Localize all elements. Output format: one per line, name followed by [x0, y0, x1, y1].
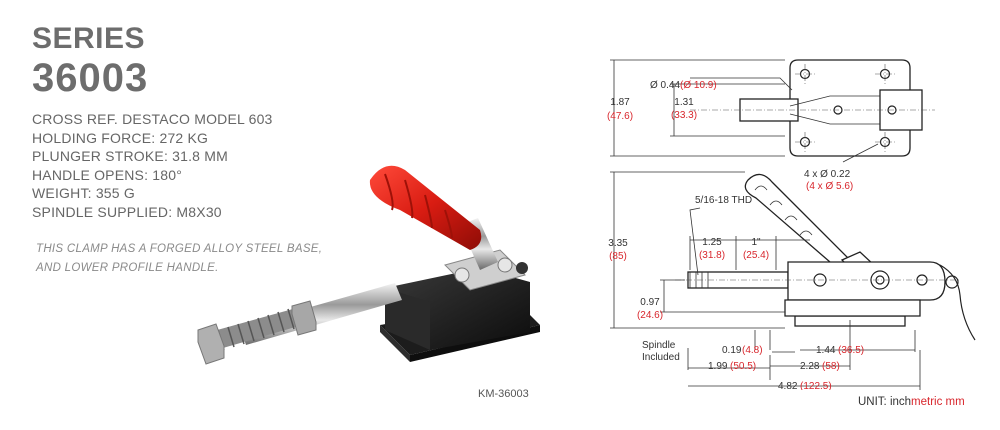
spec-weight: WEIGHT: 355 G	[32, 185, 135, 202]
unit-legend-inch: UNIT: inch	[858, 396, 912, 408]
dim-one-inch-mm: (25.4)	[743, 250, 769, 261]
dim-top-height-mm: (47.6)	[607, 111, 633, 122]
spindle-label-line-1: Spindle	[642, 340, 676, 351]
dim-stroke-in: 1.25	[702, 237, 722, 248]
unit-legend-metric: metric mm	[911, 396, 965, 408]
spec-list: CROSS REF. DESTACO MODEL 603 HOLDING FOR…	[32, 110, 362, 222]
description: THIS CLAMP HAS A FORGED ALLOY STEEL BASE…	[36, 240, 362, 278]
dim-total-length-mm: (122.5)	[800, 381, 832, 390]
dim-offset-in: 0.19	[722, 345, 742, 356]
top-view	[610, 59, 935, 157]
dim-front-length-in: 1.99	[708, 361, 728, 372]
dim-stroke-mm: (31.8)	[699, 250, 725, 261]
dim-top-inner-mm: (33.3)	[671, 110, 697, 121]
model-number: 36003	[32, 56, 149, 100]
dim-top-height-in: 1.87	[610, 97, 630, 108]
dim-spindle-height-mm: (24.6)	[637, 310, 663, 321]
spindle-label-line-2: Included	[642, 352, 680, 363]
dim-plunger-dia-in: Ø 0.44	[650, 80, 680, 91]
dim-base-length-mm: (58)	[822, 361, 840, 372]
dim-total-length-in: 4.82	[778, 381, 798, 390]
dim-offset-mm: (4.8)	[742, 345, 763, 356]
dim-side-height-in: 3.35	[608, 238, 628, 249]
dim-hole-spacing-in: 1.44	[816, 345, 836, 356]
series-label: SERIES	[32, 22, 146, 55]
spec-holding-force: HOLDING FORCE: 272 KG	[32, 129, 209, 146]
dim-hole-spacing-mm: (36.5)	[838, 345, 864, 356]
spec-spindle: SPINDLE SUPPLIED: M8X30	[32, 203, 222, 220]
dim-thread: 5/16-18 THD	[695, 195, 752, 206]
dim-side-height-mm: (85)	[609, 251, 627, 262]
dim-holes-in: 4 x Ø 0.22	[804, 169, 851, 180]
photo-caption: KM-36003	[478, 388, 529, 400]
description-line-2: AND LOWER PROFILE HANDLE.	[36, 261, 219, 274]
technical-drawing: 1.87 (47.6) 1.31 (33.3) Ø 0.44 (Ø 10.9) …	[607, 59, 976, 390]
dim-plunger-dia-mm: (Ø 10.9)	[680, 80, 717, 91]
red-handle-grip	[369, 165, 482, 250]
side-view	[610, 171, 976, 390]
dim-top-inner-in: 1.31	[674, 97, 694, 108]
dim-holes-mm: (4 x Ø 5.6)	[806, 181, 853, 192]
spec-handle-opens: HANDLE OPENS: 180°	[32, 166, 183, 183]
spec-plunger-stroke: PLUNGER STROKE: 31.8 MM	[32, 148, 228, 165]
dim-one-inch-in: 1"	[751, 237, 761, 248]
spec-cross-ref: CROSS REF. DESTACO MODEL 603	[32, 111, 273, 127]
dim-spindle-height-in: 0.97	[640, 297, 660, 308]
spec-panel: SERIES 36003 CROSS REF. DESTACO MODEL 60…	[32, 24, 362, 278]
dim-front-length-mm: (50.5)	[730, 361, 756, 372]
unit-legend: UNIT: inchmetric mm	[858, 396, 965, 408]
dim-base-length-in: 2.28	[800, 361, 820, 372]
clamp-photo	[197, 165, 540, 365]
description-line-1: THIS CLAMP HAS A FORGED ALLOY STEEL BASE…	[36, 242, 323, 255]
